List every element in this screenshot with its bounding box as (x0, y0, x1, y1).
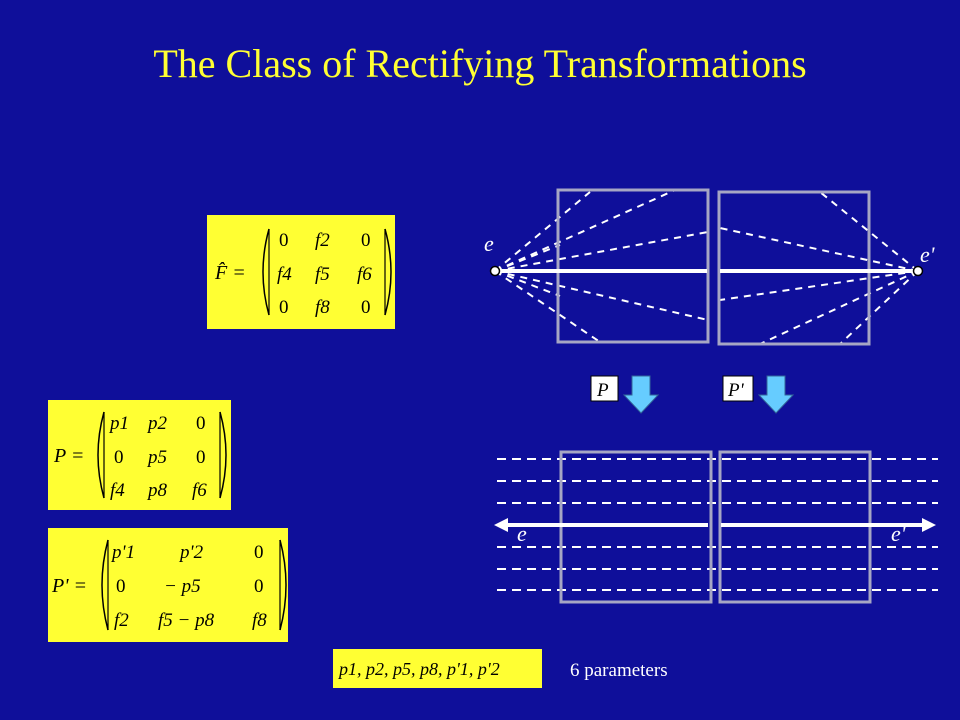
arrow-right-icon (922, 518, 936, 532)
p-lhs: P = (53, 445, 84, 467)
p-cell: p8 (146, 480, 168, 501)
p-prime-cell: f8 (252, 610, 267, 631)
p-cell: f4 (110, 480, 125, 501)
transform-right-box (722, 375, 754, 402)
f-hat-cell: 0 (361, 297, 371, 318)
slide-title: The Class of Rectifying Transformations (153, 41, 807, 86)
parameters-count-label: 6 parameters (570, 660, 668, 681)
p-prime-cell: 0 (254, 542, 264, 563)
epipole-right-label: e' (920, 242, 935, 267)
f-hat-cell: 0 (279, 230, 289, 251)
p-prime-cell: f5 − p8 (158, 610, 215, 631)
p-prime-cell: f2 (114, 610, 129, 631)
p-prime-cell: − p5 (164, 576, 201, 597)
left-image-frame (556, 188, 710, 344)
p-cell: 0 (114, 447, 124, 468)
p-cell: f6 (192, 480, 207, 501)
f-hat-cell: 0 (279, 297, 289, 318)
transform-right-label: P' (727, 380, 745, 401)
p-prime-lhs: P' = (51, 575, 87, 597)
arrow-left-icon (494, 518, 508, 532)
f-hat-cell: f2 (315, 230, 330, 251)
p-equation: P = p1 p2 0 0 p5 0 f4 p8 f6 (48, 400, 231, 510)
f-hat-cell: f6 (357, 264, 372, 285)
p-prime-cell: 0 (254, 576, 264, 597)
p-cell: p2 (146, 413, 168, 434)
parameter-list: p1, p2, p5, p8, p'1, p'2 (337, 659, 500, 679)
rectified-lines (497, 458, 938, 591)
down-arrow-left-icon (622, 375, 660, 414)
p-prime-cell: 0 (116, 576, 126, 597)
epipolar-lines-left (494, 189, 709, 343)
rectified-epipole-right-label: e' (891, 521, 906, 546)
p-cell: 0 (196, 413, 206, 434)
transform-left-label: P (596, 380, 609, 401)
p-prime-equation: P' = p'1 p'2 0 0 − p5 0 f2 f5 − p8 f8 (48, 528, 288, 642)
down-arrow-right-icon (757, 375, 795, 414)
f-hat-cell: f8 (315, 297, 330, 318)
f-hat-cell: f4 (277, 264, 292, 285)
f-hat-cell: 0 (361, 230, 371, 251)
right-image-frame (717, 190, 871, 346)
p-cell: p5 (146, 447, 167, 468)
p-prime-cell: p'2 (178, 542, 204, 563)
epipole-left-label: e (484, 231, 494, 256)
p-cell: 0 (196, 447, 206, 468)
f-hat-cell: f5 (315, 264, 330, 285)
epipolar-lines-right (719, 191, 919, 345)
f-hat-lhs: F̂ = (214, 261, 246, 284)
p-cell: p1 (108, 413, 129, 434)
f-hat-equation: F̂ = 0 f2 0 f4 f5 f6 0 f8 0 (207, 215, 395, 329)
p-prime-cell: p'1 (110, 542, 135, 563)
parameter-list-box: p1, p2, p5, p8, p'1, p'2 (333, 649, 542, 688)
epipole-right-dot (912, 265, 924, 277)
epipole-left-dot (489, 265, 501, 277)
rectified-epipole-left-label: e (517, 521, 527, 546)
transform-left-box (590, 375, 619, 402)
